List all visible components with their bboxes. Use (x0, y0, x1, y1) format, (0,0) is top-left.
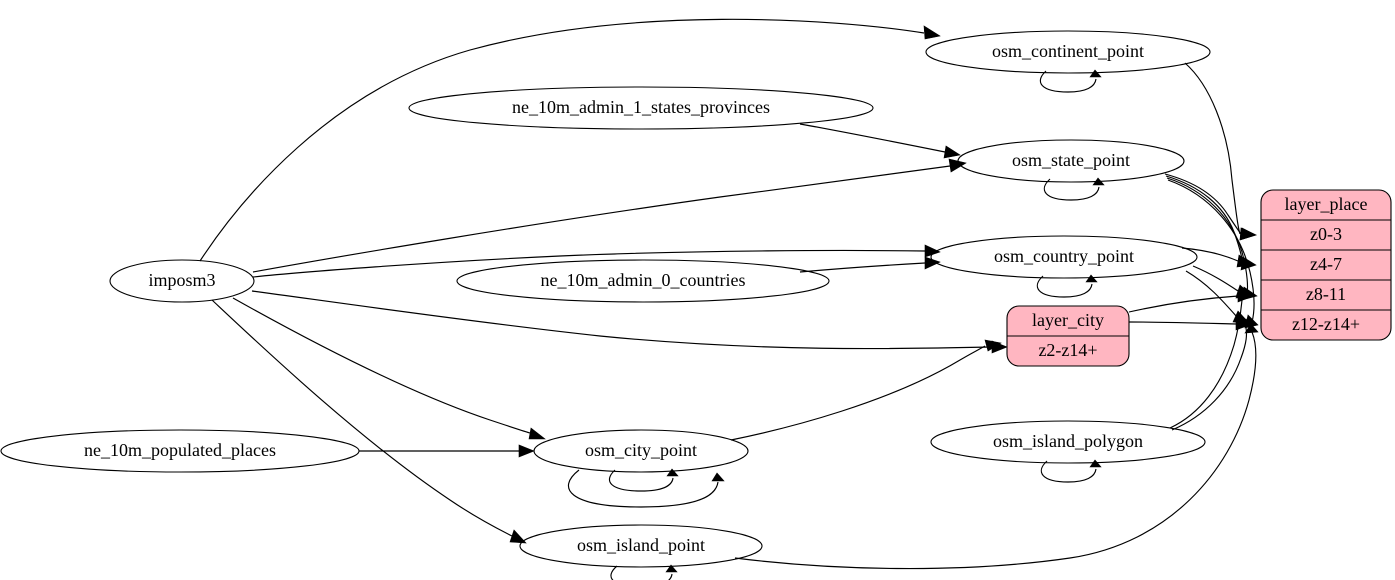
edge-imposm3-to-osm_state_point (252, 158, 967, 273)
edge-imposm3-to-layer_city (251, 290, 1008, 354)
edge-osm_country_point-to-layer_place-z4-7 (1181, 247, 1254, 268)
layer_place-row-z8-11[interactable]: z8-11 (1306, 284, 1346, 304)
layer_city-title: layer_city (1032, 310, 1104, 330)
node-ne_10m_populated_places[interactable]: ne_10m_populated_places (0, 429, 360, 473)
edge-osm_island_polygon-to-layer_place-z8-11 (1169, 289, 1249, 429)
node-osm_continent_point[interactable]: osm_continent_point (925, 30, 1211, 74)
node-label-osm_island_polygon: osm_island_polygon (993, 431, 1143, 451)
edge-osm_city_point-to-layer_city (730, 339, 1002, 441)
node-label-osm_city_point: osm_city_point (585, 440, 697, 460)
edge-imposm3-to-osm_country_point (252, 244, 941, 278)
node-label-osm_state_point: osm_state_point (1012, 150, 1130, 170)
node-label-imposm3: imposm3 (148, 270, 215, 290)
edge-imposm3-to-osm_island_point (211, 299, 527, 544)
layer_place-row-z12-z14[interactable]: z12-z14+ (1292, 314, 1360, 334)
node-label-ne_10m_populated_places: ne_10m_populated_places (84, 440, 276, 460)
edge-self-loop-outer-osm_city_point (568, 469, 725, 508)
node-label-osm_country_point: osm_country_point (994, 246, 1134, 266)
node-imposm3[interactable]: imposm3 (109, 259, 255, 303)
node-osm_city_point[interactable]: osm_city_point (533, 429, 749, 473)
edge-osm_island_point-to-layer_place-z12-z14 (734, 323, 1259, 570)
node-osm_state_point[interactable]: osm_state_point (957, 139, 1185, 183)
edge-self-loop-osm_island_polygon (1040, 459, 1102, 483)
edge-osm_island_polygon-to-layer_place-z12-z14 (1171, 318, 1253, 431)
node-label-osm_island_point: osm_island_point (577, 535, 705, 555)
node-layer: imposm3 ne_10m_admin_1_states_provinces … (0, 30, 1211, 568)
edge-self-loop-osm_country_point (1036, 274, 1098, 298)
edge-layer (199, 18, 1259, 580)
edge-osm_state_point-to-layer_place-z0-3 (1164, 173, 1257, 241)
edge-layer_city-to-layer_place-z8-11 (1128, 289, 1254, 313)
record-node-layer_place[interactable]: layer_place z0-3 z4-7 z8-11 z12-z14+ (1260, 189, 1392, 341)
node-osm_island_polygon[interactable]: osm_island_polygon (930, 420, 1206, 464)
edge-layer_city-to-layer_place-z12-z14 (1128, 317, 1253, 331)
layer_place-row-z0-3[interactable]: z0-3 (1310, 224, 1342, 244)
edge-self-loop-osm_continent_point (1039, 69, 1102, 93)
edge-ne_admin0-to-osm_country_point (799, 256, 941, 273)
edge-ne_populated-to-osm_city_point (359, 444, 535, 458)
node-osm_island_point[interactable]: osm_island_point (519, 524, 763, 568)
node-osm_country_point[interactable]: osm_country_point (930, 235, 1198, 279)
node-label-ne_10m_admin_1_states_provinces: ne_10m_admin_1_states_provinces (512, 97, 770, 117)
edge-self-loop-osm_island_point (610, 564, 678, 580)
node-label-ne_10m_admin_0_countries: ne_10m_admin_0_countries (541, 270, 746, 290)
layer_city-row-z2-z14[interactable]: z2-z14+ (1038, 340, 1097, 360)
node-label-osm_continent_point: osm_continent_point (992, 41, 1144, 61)
edge-imposm3-to-osm_city_point (232, 297, 546, 440)
edge-ne_admin1-to-osm_state_point (799, 123, 961, 159)
layer_place-body (1260, 189, 1392, 341)
node-ne_10m_admin_1_states_provinces[interactable]: ne_10m_admin_1_states_provinces (408, 86, 874, 130)
layer_place-title: layer_place (1285, 194, 1368, 214)
edge-self-loop-inner-osm_city_point (609, 468, 679, 492)
edge-imposm3-to-osm_continent_point (199, 18, 941, 262)
record-node-layer: layer_place z0-3 z4-7 z8-11 z12-z14+ lay… (1006, 189, 1392, 367)
layer_place-row-z4-7[interactable]: z4-7 (1310, 254, 1342, 274)
node-ne_10m_admin_0_countries[interactable]: ne_10m_admin_0_countries (456, 259, 830, 303)
record-node-layer_city[interactable]: layer_city z2-z14+ (1006, 305, 1130, 367)
